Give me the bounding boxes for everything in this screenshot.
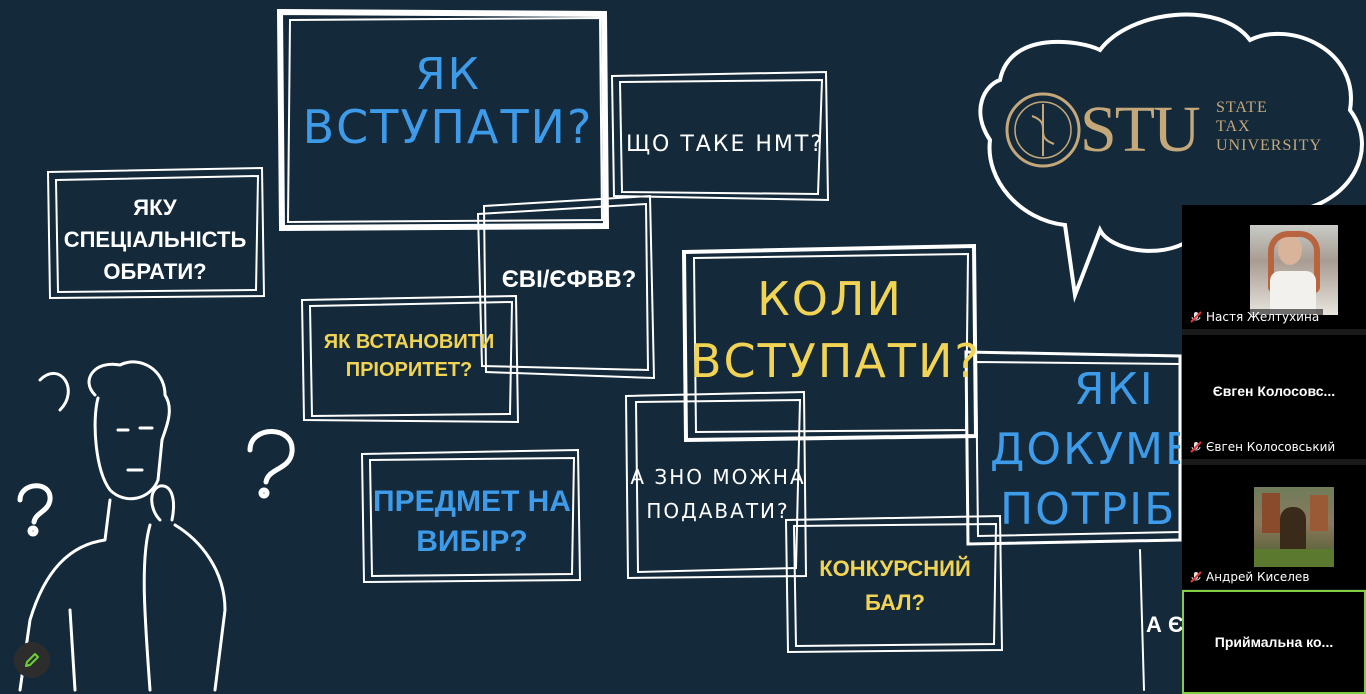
question-how-to-enter-line1: ЯК <box>415 49 481 100</box>
question-partial: А Є <box>1146 612 1182 637</box>
question-when-line2: ВСТУПАТИ? <box>690 334 981 388</box>
question-how-to-enter: ЯК ВСТУПАТИ? <box>290 49 606 154</box>
university-logo: STU STATE TAX UNIVERSITY <box>1080 92 1350 172</box>
question-documents-line2: ДОКУМЕНТИ <box>990 424 1180 475</box>
participant-name: Настя Желтухина <box>1206 310 1320 324</box>
participant-name-tag: Євген Колосовський <box>1188 439 1340 455</box>
question-when-to-enter: КОЛИ ВСТУПАТИ? <box>690 268 981 392</box>
pencil-icon <box>25 653 39 667</box>
question-which-specialty-line1: ЯКУ <box>133 195 177 220</box>
question-subject-line1: ПРЕДМЕТ НА <box>373 485 571 518</box>
question-score-line2: БАЛ? <box>864 590 925 615</box>
participant-tile[interactable]: Приймальна ко... <box>1182 590 1366 694</box>
question-evi: ЄВІ/ЄФВВ? <box>501 266 637 293</box>
participants-panel: Настя Желтухина Євген Колосовс... Євген … <box>1182 205 1366 694</box>
logo-line2: TAX <box>1216 118 1251 135</box>
question-score-line1: КОНКУРСНИЙ <box>819 556 971 581</box>
participant-name: Євген Колосовський <box>1206 440 1336 454</box>
question-subject-line2: ВИБІР? <box>416 525 528 558</box>
participant-display-name: Приймальна ко... <box>1214 634 1334 650</box>
logo-line3: UNIVERSITY <box>1216 137 1322 154</box>
question-documents: ЯКІ ДОКУМЕНТИ ПОТРІБНІ <box>990 360 1180 540</box>
participant-name-tag: Настя Желтухина <box>1188 309 1324 325</box>
question-priority: ЯК ВСТАНОВИТИ ПРІОРИТЕТ? <box>304 328 514 384</box>
question-when-line1: КОЛИ <box>757 272 903 326</box>
question-which-specialty-line3: ОБРАТИ? <box>103 259 207 284</box>
question-how-to-enter-line2: ВСТУПАТИ? <box>302 99 594 154</box>
participant-video <box>1254 487 1334 567</box>
participant-video <box>1250 225 1338 315</box>
question-priority-line2: ПРІОРИТЕТ? <box>345 359 473 381</box>
question-which-specialty-line2: СПЕЦІАЛЬНІСТЬ <box>63 227 247 252</box>
annotate-button[interactable] <box>14 642 50 678</box>
question-documents-line1: ЯКІ <box>1074 364 1155 415</box>
question-zno-line1: А ЗНО МОЖНА <box>630 465 806 489</box>
participant-name: Андрей Киселев <box>1206 570 1310 584</box>
question-documents-line3: ПОТРІБНІ <box>1000 484 1180 535</box>
question-subject: ПРЕДМЕТ НА ВИБІР? <box>366 482 578 562</box>
logo-line1: STATE <box>1216 99 1268 116</box>
question-priority-line1: ЯК ВСТАНОВИТИ <box>323 331 495 353</box>
participant-tile[interactable]: Андрей Киселев <box>1182 465 1366 589</box>
participant-tile[interactable]: Настя Желтухина <box>1182 205 1366 329</box>
question-what-is-nmt: ЩО ТАКЕ НМТ? <box>625 132 824 157</box>
participant-tile[interactable]: Євген Колосовс... Євген Колосовський <box>1182 335 1366 459</box>
logo-abbr: STU <box>1080 93 1201 166</box>
question-zno-line2: ПОДАВАТИ? <box>646 499 790 523</box>
question-zno: А ЗНО МОЖНА ПОДАВАТИ? <box>630 460 806 528</box>
participant-display-name: Євген Колосовс... <box>1212 382 1336 399</box>
muted-mic-icon <box>1190 311 1202 323</box>
muted-mic-icon <box>1190 571 1202 583</box>
muted-mic-icon <box>1190 441 1202 453</box>
question-score: КОНКУРСНИЙ БАЛ? <box>790 552 1000 620</box>
participant-name-tag: Андрей Киселев <box>1188 569 1314 585</box>
question-which-specialty: ЯКУ СПЕЦІАЛЬНІСТЬ ОБРАТИ? <box>50 192 260 288</box>
